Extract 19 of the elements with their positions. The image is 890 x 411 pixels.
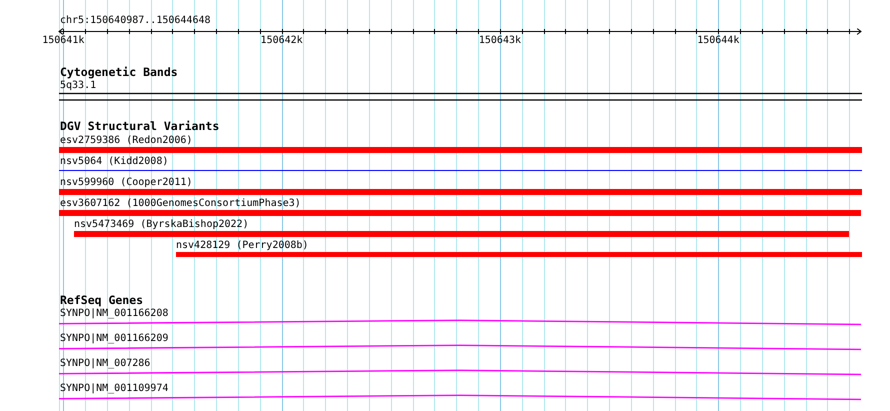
variant-label: esv2759386 (Redon2006) [60,134,192,146]
locus-title: chr5:150640987..150644648 [60,14,211,26]
tick-label: 150643k [478,34,522,46]
band-label: 5q33.1 [60,80,96,92]
gene-label: SYNPO|NM_001166209 [60,332,168,344]
track-heading: Cytogenetic Bands [60,66,178,79]
track-heading: RefSeq Genes [60,294,144,307]
variant-label: nsv5064 (Kidd2008) [60,156,168,168]
variant-label: nsv5473469 (ByrskaBishop2022) [74,218,249,230]
tick-label: 150644k [697,34,740,46]
variant-label: nsv599960 (Cooper2011) [60,176,192,188]
gene-label: SYNPO|NM_001166208 [60,308,168,320]
tick-label: 150642k [260,34,303,46]
variant-label: nsv428129 (Perry2008b) [176,240,308,252]
track-heading: DGV Structural Variants [60,120,220,133]
gene-label: SYNPO|NM_007286 [60,358,150,370]
gene-label: SYNPO|NM_001109974 [60,382,168,394]
tick-label: 150641k [42,34,84,46]
variant-label: esv3607162 (1000GenomesConsortiumPhase3) [60,198,301,210]
